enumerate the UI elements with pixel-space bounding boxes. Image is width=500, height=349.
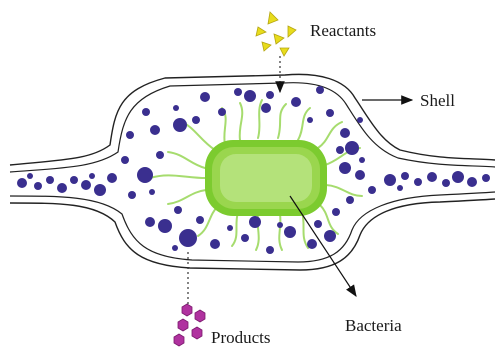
shell-label: Shell [420, 91, 455, 110]
product-molecules [174, 304, 205, 346]
bacteria-label: Bacteria [345, 316, 402, 335]
bacteria-pointer-arrow [290, 196, 356, 296]
products-label: Products [211, 328, 271, 347]
bacteria-cell [205, 140, 327, 216]
reactant-molecules [256, 12, 296, 56]
reactants-label: Reactants [310, 21, 376, 40]
